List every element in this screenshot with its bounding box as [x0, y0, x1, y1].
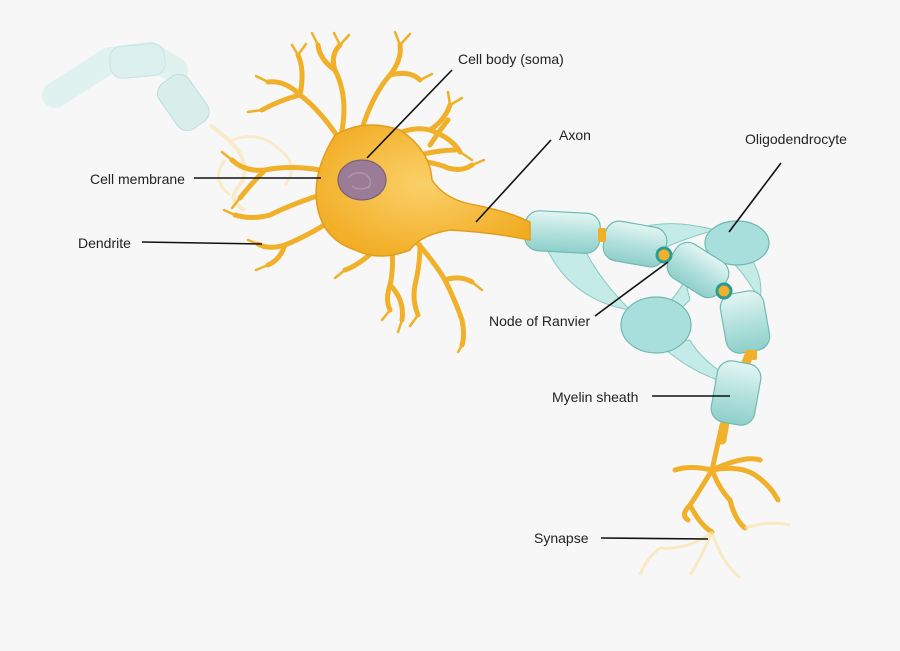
leader-dendrite	[141, 241, 263, 245]
label-node-of-ranvier: Node of Ranvier	[489, 313, 591, 329]
nucleolus-texture	[347, 172, 371, 190]
leader-axon	[475, 139, 552, 223]
dendrites	[229, 42, 475, 348]
myelin-segments	[524, 210, 771, 426]
faded-upstream-axon	[42, 41, 293, 212]
label-synapse: Synapse	[534, 530, 589, 546]
label-dendrite: Dendrite	[78, 235, 131, 251]
leader-lines	[141, 69, 782, 540]
nodes-of-ranvier	[598, 228, 757, 360]
nucleus	[337, 159, 387, 201]
label-oligodendrocyte: Oligodendrocyte	[745, 131, 847, 147]
label-myelin-sheath: Myelin sheath	[552, 389, 639, 405]
leader-synapse	[600, 537, 709, 540]
label-cell-membrane: Cell membrane	[90, 171, 185, 187]
leader-oligodendrocyte	[728, 162, 782, 233]
faded-synapse-branches	[638, 521, 791, 580]
leader-node-of-ranvier	[594, 261, 669, 317]
label-cell-body: Cell body (soma)	[458, 51, 564, 67]
myelin-segment-5	[710, 360, 762, 426]
oligodendrocyte-body-2	[620, 296, 692, 354]
label-axon: Axon	[559, 127, 591, 143]
axon-terminal	[672, 422, 781, 535]
myelin-segment-1	[524, 210, 601, 254]
soma	[315, 124, 531, 257]
leader-cell-body	[366, 69, 453, 159]
